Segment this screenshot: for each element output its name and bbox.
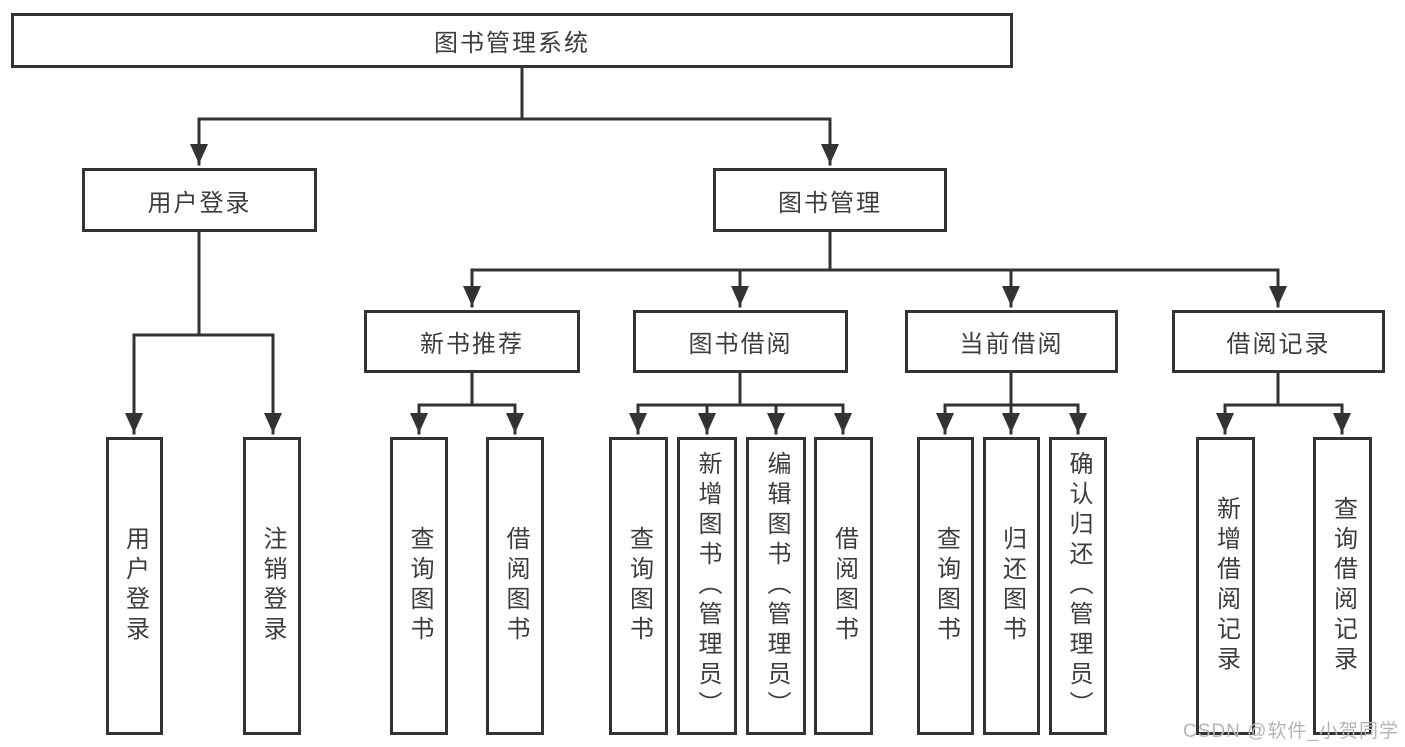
node-label: 新增图书（管理员） <box>694 451 721 721</box>
node-label: 查询借阅记录 <box>1329 496 1357 676</box>
node-label: 查询图书 <box>932 526 960 646</box>
node-label: 查询图书 <box>406 526 433 646</box>
node-leaf-logout: 注销登录 <box>243 437 301 735</box>
node-label: 借阅图书 <box>502 526 529 646</box>
node-book-borrowing: 图书借阅 <box>633 310 848 373</box>
node-newbook-borrow-books: 借阅图书 <box>486 437 544 735</box>
node-label: 借阅图书 <box>830 526 858 646</box>
node-borrowing-add-books-admin: 新增图书（管理员） <box>677 437 737 735</box>
node-label: 借阅记录 <box>1226 331 1331 358</box>
node-label: 查询图书 <box>625 526 653 646</box>
node-book-management: 图书管理 <box>713 168 947 232</box>
node-leaf-user-login: 用户登录 <box>106 437 163 735</box>
node-current-return-books: 归还图书 <box>983 437 1040 735</box>
node-user-login: 用户登录 <box>82 168 317 232</box>
node-records-query-borrow-record: 查询借阅记录 <box>1313 437 1372 735</box>
node-label: 编辑图书（管理员） <box>763 451 790 721</box>
node-label: 用户登录 <box>121 526 149 646</box>
node-borrowing-records: 借阅记录 <box>1172 310 1385 373</box>
node-label: 确认归还（管理员） <box>1065 451 1092 721</box>
node-label: 图书管理系统 <box>434 30 590 57</box>
node-label: 当前借阅 <box>959 331 1064 358</box>
node-current-query-books: 查询图书 <box>917 437 974 735</box>
node-label: 图书借阅 <box>688 331 793 358</box>
node-label: 新书推荐 <box>420 331 524 358</box>
node-label: 归还图书 <box>998 526 1026 646</box>
node-current-borrowing: 当前借阅 <box>905 310 1118 373</box>
node-label: 注销登录 <box>259 526 286 646</box>
node-records-add-borrow-record: 新增借阅记录 <box>1196 437 1255 735</box>
node-library-management-system: 图书管理系统 <box>11 13 1013 68</box>
node-label: 新增借阅记录 <box>1212 496 1240 676</box>
node-label: 用户登录 <box>147 189 252 217</box>
node-label: 图书管理 <box>778 189 882 217</box>
node-borrowing-borrow-books: 借阅图书 <box>814 437 873 735</box>
node-current-confirm-return-admin: 确认归还（管理员） <box>1049 437 1107 735</box>
csdn-watermark: CSDN @软件_小贺同学 <box>1183 721 1399 742</box>
node-newbook-query-books: 查询图书 <box>390 437 448 735</box>
node-borrowing-query-books: 查询图书 <box>609 437 668 735</box>
node-borrowing-edit-books-admin: 编辑图书（管理员） <box>746 437 806 735</box>
node-new-book-recommend: 新书推荐 <box>364 310 580 373</box>
